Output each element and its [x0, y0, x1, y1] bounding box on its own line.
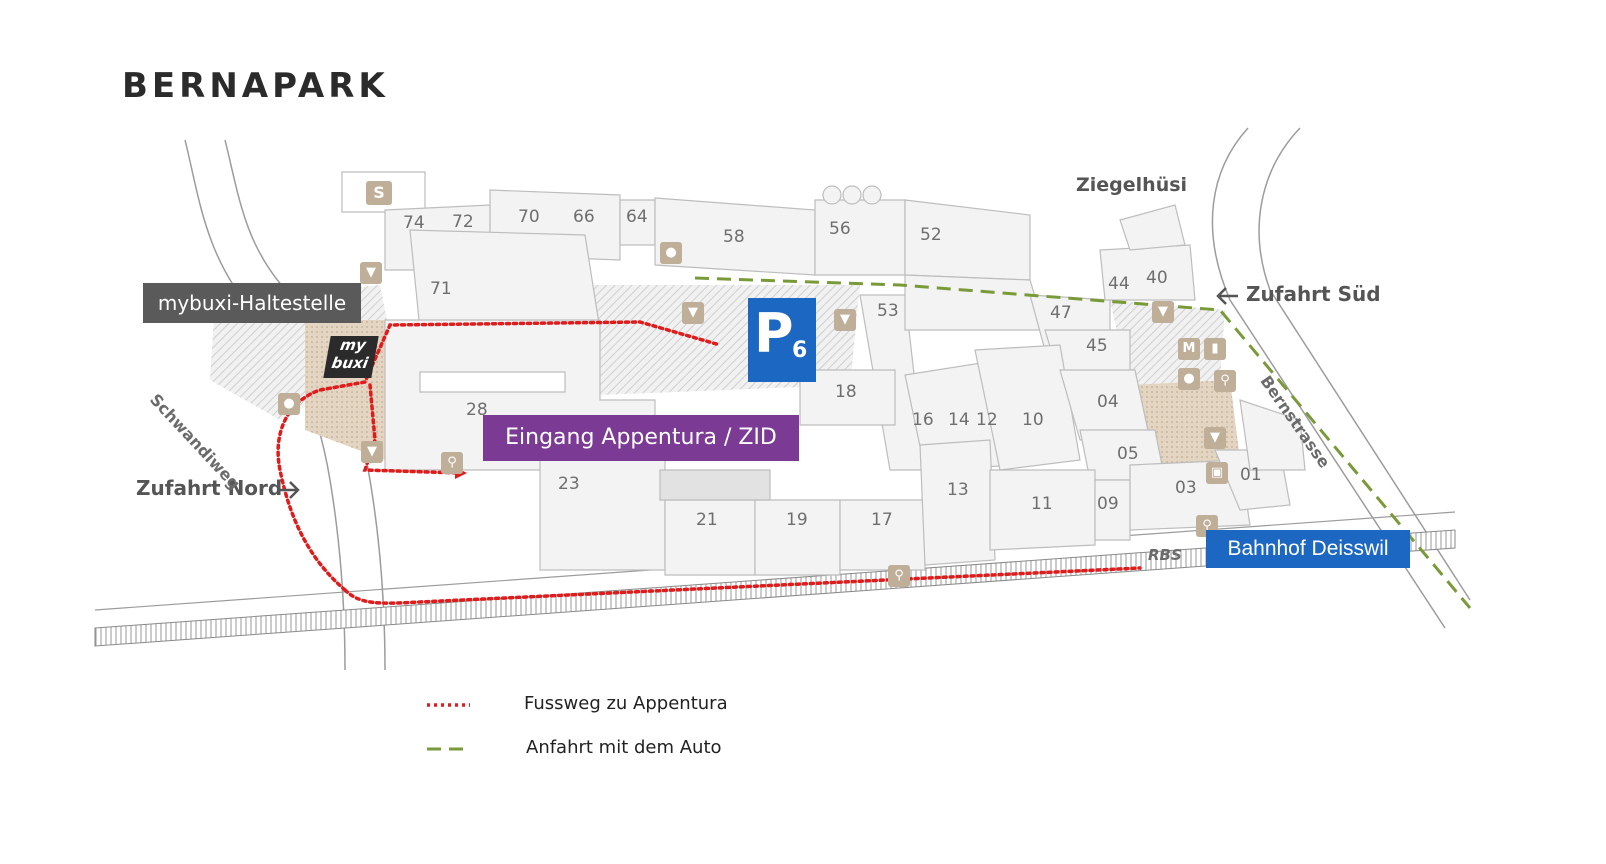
bike-icon-2: ⚲ [441, 452, 463, 474]
bike-icon-3: ⚲ [888, 565, 910, 587]
mybuxi-logo: my buxi [323, 336, 379, 378]
building-66: 66 [573, 207, 595, 227]
building-53: 53 [877, 301, 899, 321]
building-44: 44 [1108, 274, 1130, 294]
building-52: 52 [920, 225, 942, 245]
market-icon: M [1178, 338, 1200, 360]
bike-icon: ⚲ [1214, 370, 1236, 392]
car-route-line [694, 276, 1472, 609]
cafe-icon-3: ▼ [1152, 301, 1174, 323]
building-12: 12 [976, 410, 998, 430]
cafe-icon: ▼ [682, 302, 704, 324]
parking-number: 6 [792, 338, 808, 363]
shop-icon-2: ● [278, 393, 300, 415]
entrance-badge: Eingang Appentura / ZID [483, 415, 799, 461]
cafe-icon-2: ▼ [834, 309, 856, 331]
label-ziegelhuesi: Ziegelhüsi [1076, 174, 1188, 196]
building-70: 70 [518, 207, 540, 227]
building-09: 09 [1097, 494, 1119, 514]
drink-icon: ▮ [1204, 338, 1226, 360]
cafe-icon-5: ▼ [361, 441, 383, 463]
shop-icon: ● [1178, 368, 1200, 390]
building-13: 13 [947, 480, 969, 500]
mybuxi-logo-top: my [338, 336, 368, 354]
mybuxi-logo-bottom: buxi [330, 354, 370, 372]
arrow-north-icon [278, 481, 300, 499]
building-16: 16 [912, 410, 934, 430]
building-11: 11 [1031, 494, 1053, 514]
silos [822, 185, 882, 205]
building-21: 21 [696, 510, 718, 530]
parking-badge: P 6 [748, 298, 816, 382]
building-45: 45 [1086, 336, 1108, 356]
info-icon: ▼ [360, 262, 382, 284]
building-40: 40 [1146, 268, 1168, 288]
building-72: 72 [452, 212, 474, 232]
legend-car-text: Anfahrt mit dem Auto [526, 737, 722, 758]
building-71: 71 [430, 279, 452, 299]
building-18: 18 [835, 382, 857, 402]
arrow-south-icon [1216, 287, 1238, 305]
building-10: 10 [1022, 410, 1044, 430]
building-64: 64 [626, 207, 648, 227]
site-title: BERNAPARK [122, 66, 389, 106]
station-badge: Bahnhof Deisswil [1206, 530, 1410, 568]
mybuxi-stop-badge: mybuxi-Haltestelle [143, 283, 361, 323]
building-28: 28 [466, 400, 488, 420]
building-01: 01 [1240, 465, 1262, 485]
package-icon: ▣ [1206, 462, 1228, 484]
building-23: 23 [558, 474, 580, 494]
building-74: 74 [403, 213, 425, 233]
building-56: 56 [829, 219, 851, 239]
building-14: 14 [948, 410, 970, 430]
restaurant-icon: ● [660, 242, 682, 264]
cafe-icon-4: ▼ [1204, 427, 1226, 449]
parking-letter: P [754, 302, 794, 365]
building-04: 04 [1097, 392, 1119, 412]
footpath-line-3 [343, 566, 1142, 605]
building-03: 03 [1175, 478, 1197, 498]
label-rbs: RBS [1148, 546, 1182, 564]
building-47: 47 [1050, 303, 1072, 323]
legend-footpath-text: Fussweg zu Appentura [524, 693, 728, 714]
building-17: 17 [871, 510, 893, 530]
building-05: 05 [1117, 444, 1139, 464]
building-19: 19 [786, 510, 808, 530]
s-sign-icon: S [366, 181, 392, 205]
label-zufahrt-sued: Zufahrt Süd [1246, 282, 1381, 306]
building-58: 58 [723, 227, 745, 247]
label-zufahrt-nord: Zufahrt Nord [136, 476, 283, 500]
footpath-line [276, 320, 722, 592]
